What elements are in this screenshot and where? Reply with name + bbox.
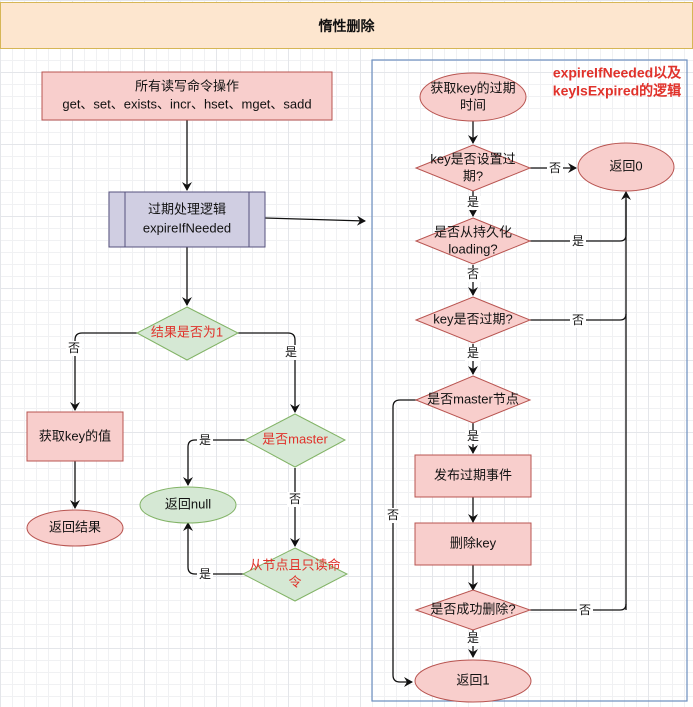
edge-slave-yes (183, 522, 245, 575)
decision-slave-node: 从节点且只读命 令 (241, 547, 349, 602)
edge-label-slave-yes: 是 (199, 567, 211, 581)
publish-event-text: 发布过期事件 (434, 467, 512, 482)
edge-label-deleted-yes: 是 (467, 631, 479, 645)
get-expire-node: 获取key的过期 时间 (419, 72, 527, 122)
edge-label-master-node-yes: 是 (467, 429, 479, 443)
get-value-text: 获取key的值 (39, 428, 111, 443)
edge-label-hasexpire-no: 否 (549, 161, 561, 175)
get-expire-line1: 获取key的过期 (430, 80, 515, 95)
group-title-line2: keyIsExpired的逻辑 (553, 83, 681, 99)
decision-has-expire-line1: key是否设置过 (430, 151, 515, 166)
decision-has-expire-line2: 期? (463, 168, 483, 183)
edge-result-yes (238, 332, 300, 413)
decision-master-node: 是否master (243, 413, 347, 468)
decision-loading-line2: loading? (448, 241, 497, 256)
decision-result-text: 结果是否为1 (151, 324, 223, 339)
edge-label-result-yes: 是 (285, 345, 297, 359)
expire-process-line2: expireIfNeeded (143, 220, 231, 235)
edge-master-yes (183, 439, 245, 486)
edge-label-hasexpire-yes: 是 (467, 195, 479, 209)
get-value-node: 获取key的值 (26, 411, 124, 462)
decision-expired-node: key是否过期? (414, 296, 532, 344)
decision-expired-text: key是否过期? (433, 311, 512, 326)
edge-label-loading-no: 否 (467, 267, 479, 281)
decision-slave-line2: 令 (288, 574, 301, 589)
decision-master-node-text: 是否master节点 (427, 391, 519, 406)
decision-loading-line1: 是否从持久化 (434, 224, 512, 239)
edge-label-master-node-no: 否 (387, 508, 399, 522)
return-1-text: 返回1 (456, 672, 489, 687)
decision-master-text: 是否master (262, 431, 328, 446)
edge-deleted-no (530, 603, 627, 611)
edge-expire-to-group (264, 215, 366, 226)
edge-label-result-no: 否 (68, 341, 80, 355)
edge-label-expired-no: 否 (572, 313, 584, 327)
decision-slave-line1: 从节点且只读命 (249, 557, 340, 572)
expire-process-node: 过期处理逻辑 expireIfNeeded (108, 191, 266, 248)
edge-label-deleted-no: 否 (579, 603, 591, 617)
edge-label-master-no: 否 (289, 492, 301, 506)
return-null-node: 返回null (139, 486, 237, 524)
edge-result-no (70, 332, 137, 411)
edge-master-node-no (392, 399, 418, 687)
group-title-line1: expireIfNeeded以及 (553, 65, 682, 81)
decision-has-expire-node: key是否设置过 期? (414, 144, 532, 192)
delete-key-text: 删除key (450, 535, 497, 550)
expire-logic-group (371, 59, 688, 702)
return-result-text: 返回结果 (49, 519, 101, 534)
edge-label-master-yes: 是 (199, 433, 211, 447)
commands-line2: get、set、exists、incr、hset、mget、sadd (62, 96, 311, 111)
return-1-node: 返回1 (414, 659, 532, 703)
commands-line1: 所有读写命令操作 (135, 78, 239, 93)
diagram-title: 惰性删除 (0, 2, 693, 49)
publish-event-node: 发布过期事件 (414, 454, 532, 498)
decision-result-node: 结果是否为1 (135, 306, 240, 361)
decision-deleted-text: 是否成功删除? (430, 601, 515, 616)
expire-process-line1: 过期处理逻辑 (148, 201, 226, 216)
return-0-text: 返回0 (609, 158, 642, 173)
edge-label-loading-yes: 是 (572, 234, 584, 248)
decision-master-node-node: 是否master节点 (414, 375, 532, 424)
return-result-node: 返回结果 (26, 509, 124, 547)
return-null-text: 返回null (165, 496, 211, 511)
decision-deleted-node: 是否成功删除? (414, 589, 532, 631)
decision-loading-node: 是否从持久化 loading? (414, 217, 532, 265)
delete-key-node: 删除key (414, 522, 532, 566)
return-0-node: 返回0 (577, 142, 675, 192)
edge-label-expired-yes: 是 (467, 346, 479, 360)
commands-node: 所有读写命令操作 get、set、exists、incr、hset、mget、s… (41, 71, 333, 121)
get-expire-line2: 时间 (460, 97, 486, 112)
